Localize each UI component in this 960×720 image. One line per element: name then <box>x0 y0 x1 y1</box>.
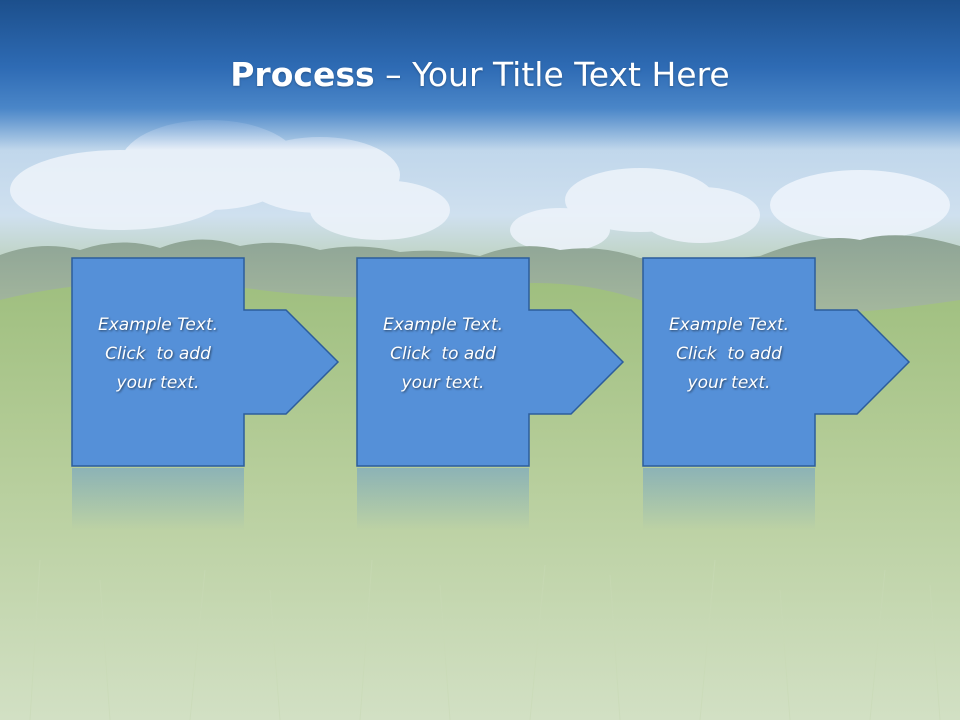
step-2-line-1: Example Text. <box>382 315 504 335</box>
step-2-reflection <box>357 468 529 530</box>
step-3-reflection <box>643 468 815 530</box>
step-1-text[interactable]: Example Text. Click to add your text. <box>72 311 244 398</box>
title-rest: – Your Title Text Here <box>374 55 730 94</box>
step-1-shape <box>71 257 340 467</box>
step-3-line-1: Example Text. <box>668 315 790 335</box>
process-step-2[interactable] <box>356 257 625 530</box>
title-bold: Process <box>230 55 375 94</box>
slide-title[interactable]: Process – Your Title Text Here <box>0 54 960 96</box>
step-1-line-2: Click to add <box>105 344 211 364</box>
title-bar <box>0 0 960 150</box>
process-step-1[interactable] <box>71 257 340 530</box>
step-3-line-3: your text. <box>687 373 771 393</box>
step-2-line-2: Click to add <box>390 344 496 364</box>
step-3-shape <box>642 257 911 467</box>
step-2-shape <box>356 257 625 467</box>
grass-texture <box>29 559 941 720</box>
step-1-line-1: Example Text. <box>97 315 219 335</box>
step-2-text[interactable]: Example Text. Click to add your text. <box>357 311 529 398</box>
process-step-3[interactable] <box>642 257 911 530</box>
step-3-text[interactable]: Example Text. Click to add your text. <box>643 311 815 398</box>
step-1-reflection <box>72 468 244 530</box>
step-1-line-3: your text. <box>116 373 200 393</box>
step-3-line-2: Click to add <box>676 344 782 364</box>
step-2-line-3: your text. <box>401 373 485 393</box>
